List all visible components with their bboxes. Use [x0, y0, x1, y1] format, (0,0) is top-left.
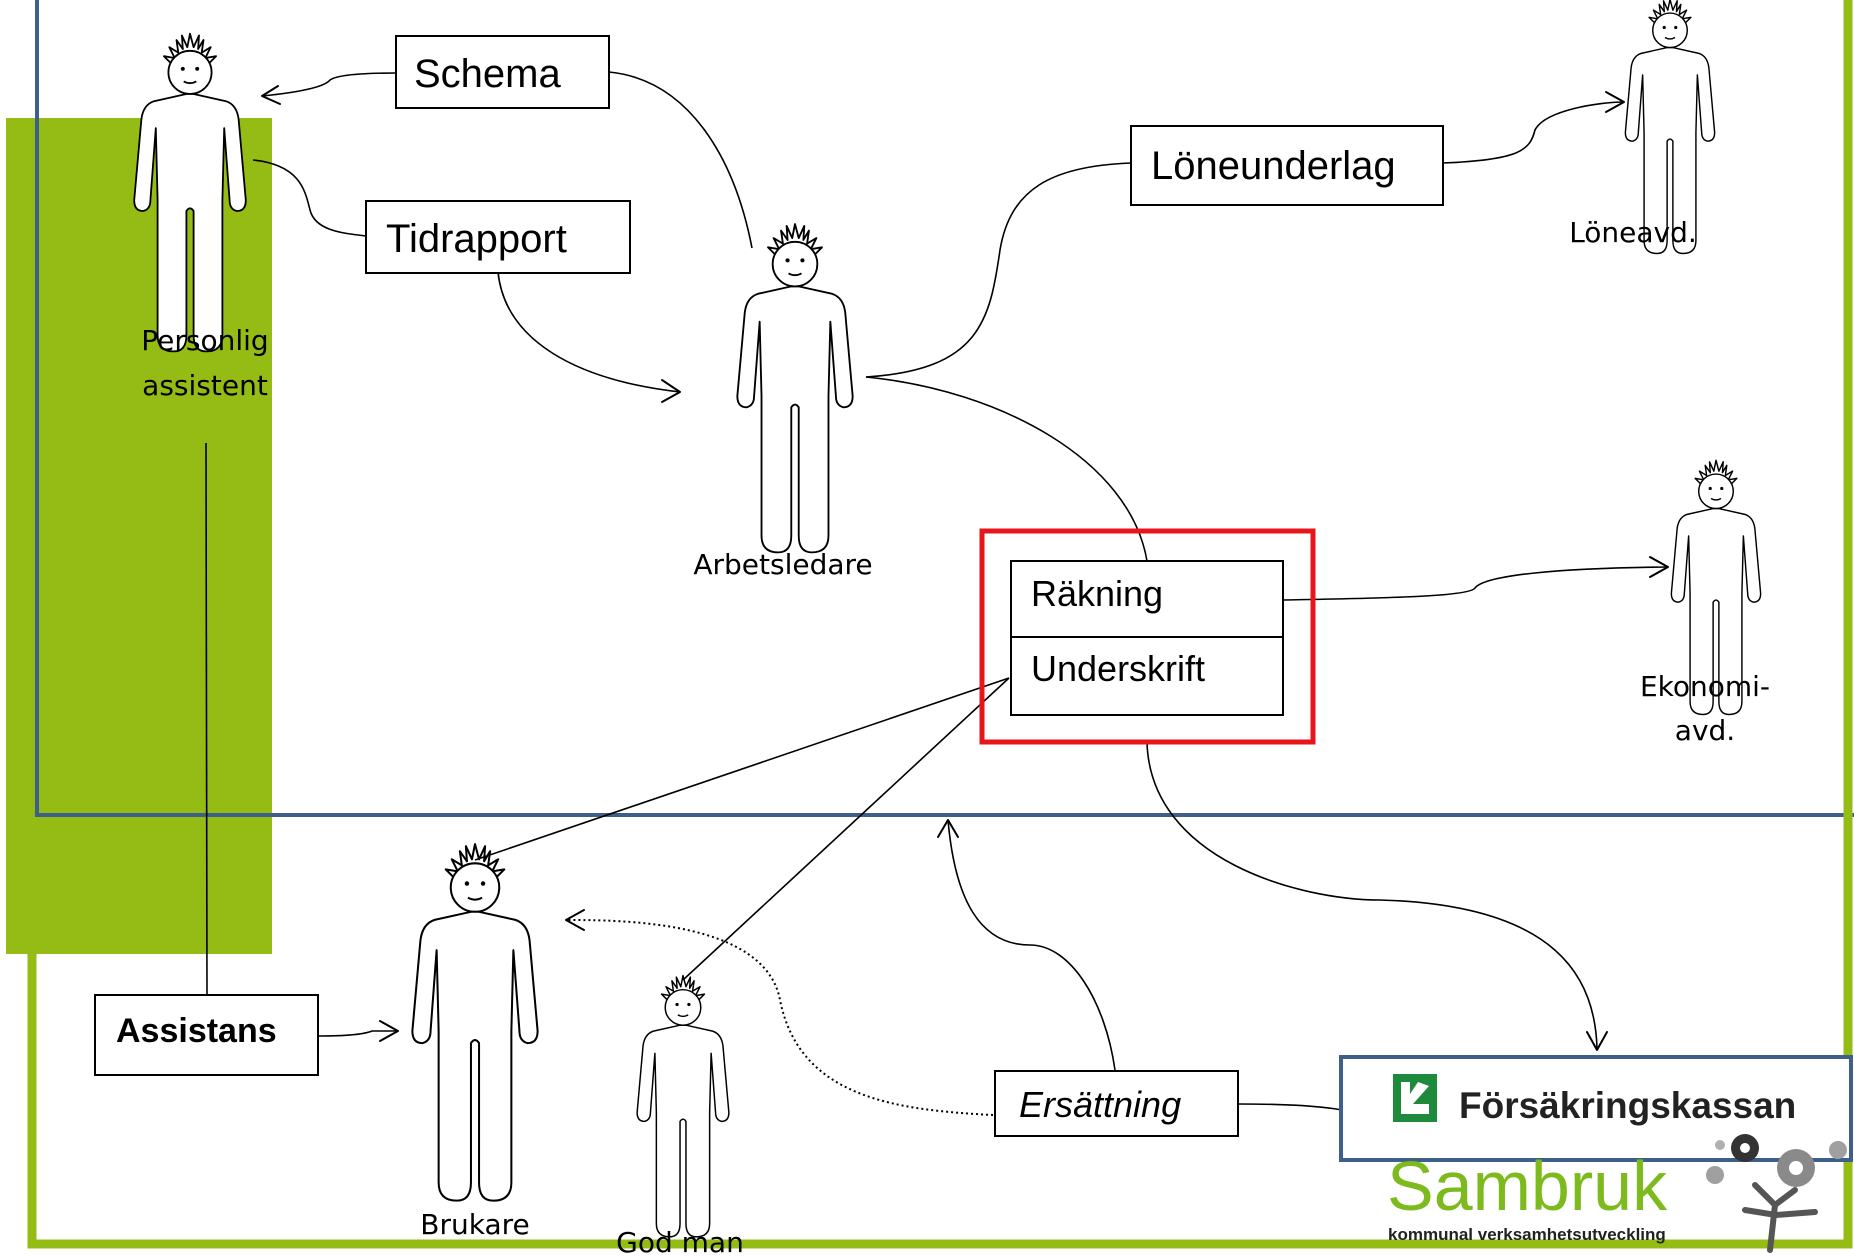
sambruk-gears-tree-icon: [1706, 1134, 1847, 1253]
arrowhead-up-to-system: [937, 819, 959, 838]
blue-frame-top: [35, 0, 1854, 817]
sambruk-tagline: kommunal verksamhetsutveckling: [1388, 1225, 1666, 1244]
rakning-box-label: Räkning: [1031, 573, 1163, 614]
arrowhead-to-assistant: [261, 85, 281, 105]
rakning-to-forsakringskassan-connector: [1146, 741, 1598, 1049]
arrowhead-to-brukare-dotted: [565, 909, 585, 931]
underskrift-box-label: Underskrift: [1031, 648, 1205, 689]
rakning-highlight-frame: [979, 528, 1316, 745]
tidrapport-box-label: Tidrapport: [386, 217, 567, 261]
underskrift-box: Underskrift: [1010, 636, 1284, 716]
sambruk-text: Sambruk: [1387, 1147, 1668, 1225]
tidrapport-box: Tidrapport: [365, 200, 631, 274]
assistant-to-assistans-line: [205, 442, 208, 996]
loneunderlag-box-label: Löneunderlag: [1151, 144, 1396, 188]
schema-box-label: Schema: [414, 52, 561, 96]
arrowhead-to-brukare: [379, 1020, 399, 1042]
assistans-box-label: Assistans: [116, 1012, 277, 1050]
rakning-box: Räkning: [1010, 560, 1284, 638]
personlig-assistent-label-1: Personlig: [141, 324, 268, 357]
assistans-to-brukare-connector: [317, 1030, 398, 1037]
ersattning-to-system-connector: [947, 819, 1116, 1071]
god-man-label: God man: [616, 1226, 744, 1256]
brukare-label: Brukare: [420, 1208, 529, 1241]
arbetsledare-to-rakning-connector: [865, 376, 1148, 562]
loneunderlag-to-loneavd-connector: [1442, 101, 1625, 164]
tidrapport-to-arbetsledare-connector: [497, 271, 681, 393]
ersattning-box-label: Ersättning: [1019, 1084, 1181, 1125]
arrowhead-to-forsakringskassan: [1586, 1031, 1608, 1051]
green-accent-block: [6, 118, 272, 954]
loneunderlag-box: Löneunderlag: [1130, 125, 1444, 206]
arrowhead-to-loneavd: [1605, 91, 1625, 113]
arrowhead-to-arbetsledare: [661, 379, 681, 403]
arrowhead-to-ekonomiavd: [1649, 556, 1669, 578]
arbetsledare-to-loneunderlag-connector: [865, 162, 1132, 378]
brukare-figure: [411, 843, 539, 1202]
ekonomiavd-label-1: Ekonomi-: [1640, 670, 1770, 703]
schema-box: Schema: [395, 35, 610, 109]
ekonomiavd-label-2: avd.: [1675, 714, 1735, 747]
ersattning-box: Ersättning: [994, 1070, 1239, 1137]
loneavd-label: Löneavd.: [1569, 216, 1697, 249]
assistant-to-tidrapport-connector: [252, 159, 367, 237]
arbetsledare-figure: [736, 223, 854, 554]
ersattning-to-forsakringskassan-connector: [1237, 1103, 1343, 1111]
green-frame: [27, 0, 1853, 1249]
arbetsledare-label: Arbetsledare: [693, 548, 872, 581]
personlig-assistent-label-2: assistent: [142, 369, 268, 402]
sambruk-logo: Sambruk kommunal verksamhetsutveckling: [1387, 1134, 1847, 1253]
ersattning-to-brukare-dotted-connector: [565, 919, 994, 1116]
god-man-figure: [636, 974, 730, 1238]
schema-to-assistant-connector: [261, 72, 397, 97]
underskrift-to-god-man-line: [682, 677, 1010, 981]
underskrift-to-brukare-line: [474, 677, 1010, 861]
forsakringskassan-logo: Försäkringskassan: [1339, 1055, 1853, 1162]
forsakringskassan-text: Försäkringskassan: [1459, 1085, 1796, 1126]
assistans-box: Assistans: [94, 994, 319, 1076]
schema-to-arbetsledare-connector: [608, 71, 753, 249]
rakning-to-ekonomiavd-connector: [1282, 566, 1669, 601]
